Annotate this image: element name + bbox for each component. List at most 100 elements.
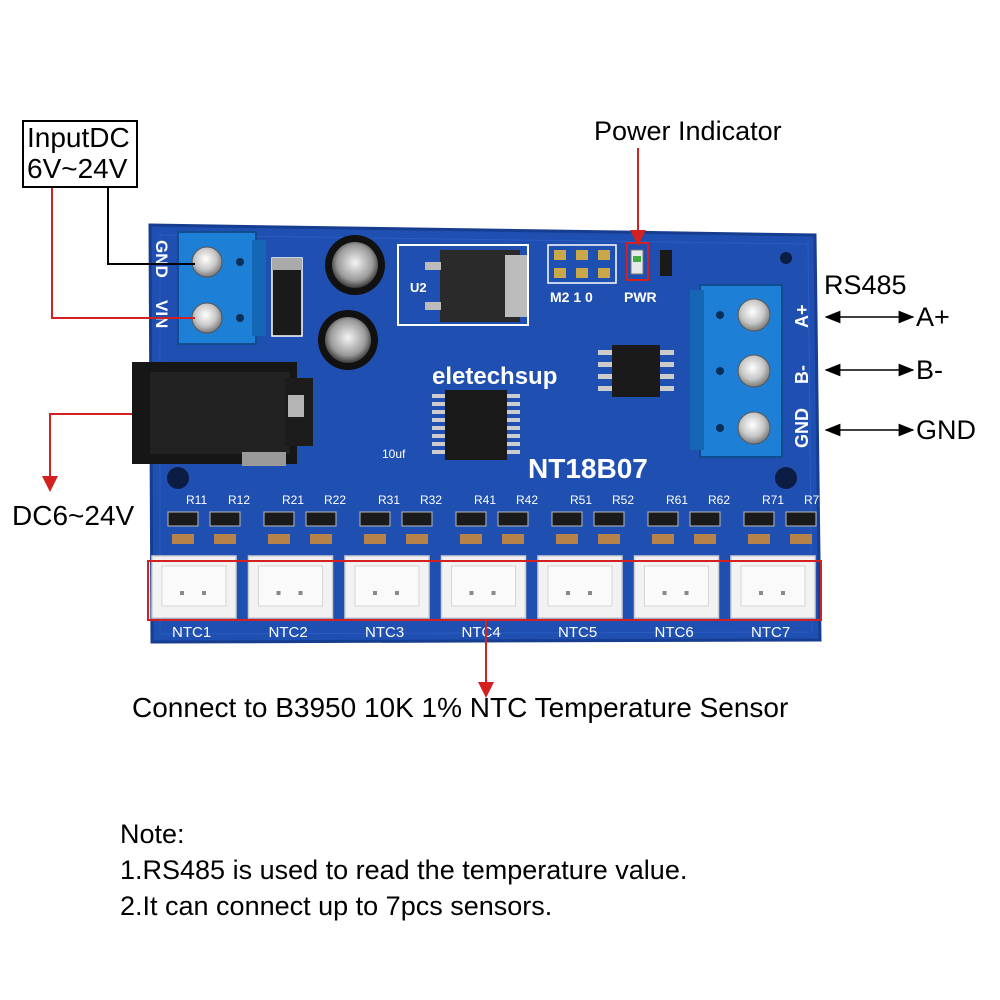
resistor <box>647 511 679 527</box>
resistor <box>263 511 295 527</box>
brand-label: eletechsup <box>432 363 557 390</box>
ntc-label: NTC4 <box>462 624 501 641</box>
resistor <box>551 511 583 527</box>
screw-icon <box>191 246 223 278</box>
ntc-label: NTC1 <box>172 624 211 641</box>
resistor-row: R11 R12 R21 R22 R31 R32 R41 R42 R51 R52 R61 R62 R71 R… <box>167 493 826 544</box>
callout-rs485-arrows <box>824 310 915 437</box>
power-led: PWR <box>624 242 672 305</box>
cap-label: 10uf <box>382 447 406 461</box>
ntc-label: NTC6 <box>655 624 694 641</box>
voltage-regulator: U2 <box>397 244 529 326</box>
ntc-caption: Connect to B3950 10K 1% NTC Temperature … <box>132 692 789 723</box>
terminal-label-gnd: GND <box>152 240 171 278</box>
mode-jumper-pads: M2 1 0 <box>547 244 617 305</box>
mount-hole <box>167 467 189 489</box>
resistor-label: R41 <box>474 493 496 507</box>
resistor-label: R62 <box>708 493 730 507</box>
ntc-label: NTC2 <box>269 624 308 641</box>
terminal-label-b-minus: B- <box>792 365 812 384</box>
a-plus-label: A+ <box>916 302 950 332</box>
gnd-label: GND <box>916 415 976 445</box>
resistor-label: R52 <box>612 493 634 507</box>
rs485-label: RS485 <box>824 270 907 300</box>
screw-icon <box>737 411 771 445</box>
resistor <box>689 511 721 527</box>
mode-label: M2 1 0 <box>550 289 593 305</box>
screw-icon <box>737 354 771 388</box>
dc-jack-label: DC6~24V <box>12 500 135 531</box>
regulator-label: U2 <box>410 280 427 295</box>
capacitor <box>318 310 378 370</box>
capacitor-smd <box>694 534 716 544</box>
resistor <box>497 511 529 527</box>
resistor <box>593 511 625 527</box>
resistor-label: R12 <box>228 493 250 507</box>
capacitor-smd <box>268 534 290 544</box>
resistor <box>305 511 337 527</box>
note-line-2: 2.It can connect up to 7pcs sensors. <box>120 891 553 921</box>
mount-hole <box>775 467 797 489</box>
dc-barrel-jack <box>132 362 313 466</box>
input-dc-label-line1: InputDC <box>27 122 130 153</box>
note-title: Note: <box>120 819 185 849</box>
callout-dc-jack <box>42 413 132 492</box>
mcu-chip <box>432 390 520 460</box>
led-label: PWR <box>624 289 657 305</box>
ntc-label: NTC7 <box>751 624 790 641</box>
diode <box>271 257 303 337</box>
resistor <box>785 511 817 527</box>
capacitor-smd <box>310 534 332 544</box>
ntc-label: NTC3 <box>365 624 404 641</box>
capacitor-smd <box>652 534 674 544</box>
terminal-label-a-plus: A+ <box>792 304 812 328</box>
callout-input-dc <box>51 188 195 319</box>
input-dc-label-line2: 6V~24V <box>27 153 128 184</box>
screw-icon <box>191 302 223 334</box>
capacitor-smd <box>790 534 812 544</box>
rs485-terminal-block: A+ B- GND <box>690 284 812 458</box>
resistor <box>167 511 199 527</box>
resistor-label: R21 <box>282 493 304 507</box>
rs485-chip <box>598 345 674 397</box>
capacitor-smd <box>172 534 194 544</box>
capacitor-smd <box>556 534 578 544</box>
resistor <box>455 511 487 527</box>
resistor-label: R71 <box>762 493 784 507</box>
resistor-label: R42 <box>516 493 538 507</box>
capacitor-smd <box>460 534 482 544</box>
screw-icon <box>737 298 771 332</box>
resistor-label: R11 <box>186 493 207 507</box>
capacitor <box>325 235 385 295</box>
resistor-label: R22 <box>324 493 346 507</box>
ntc-label: NTC5 <box>558 624 597 641</box>
resistor <box>359 511 391 527</box>
vin-terminal-block: GND VIN <box>152 231 266 345</box>
model-label: NT18B07 <box>528 453 648 484</box>
note-block: Note: 1.RS485 is used to read the temper… <box>120 816 687 924</box>
ntc-label-row: NTC1 NTC2 NTC3 NTC4 NTC5 NTC6 NTC7 <box>172 624 790 641</box>
capacitor-smd <box>502 534 524 544</box>
b-minus-label: B- <box>916 355 943 385</box>
ntc-connectors-highlight <box>147 560 822 621</box>
capacitor-smd <box>598 534 620 544</box>
resistor <box>743 511 775 527</box>
resistor-label: R51 <box>570 493 592 507</box>
terminal-label-vin: VIN <box>152 300 171 328</box>
resistor-label: R72 <box>804 493 826 507</box>
resistor-label: R32 <box>420 493 442 507</box>
capacitor-smd <box>364 534 386 544</box>
capacitor-smd <box>214 534 236 544</box>
input-dc-label-box: InputDC 6V~24V <box>22 120 138 188</box>
resistor <box>209 511 241 527</box>
capacitor-smd <box>748 534 770 544</box>
terminal-label-gnd: GND <box>792 408 812 448</box>
resistor-label: R31 <box>378 493 400 507</box>
resistor <box>401 511 433 527</box>
note-line-1: 1.RS485 is used to read the temperature … <box>120 855 688 885</box>
power-indicator-label: Power Indicator <box>594 116 782 146</box>
ntc-connector-row <box>151 555 816 619</box>
capacitor-smd <box>406 534 428 544</box>
resistor-label: R61 <box>666 493 688 507</box>
